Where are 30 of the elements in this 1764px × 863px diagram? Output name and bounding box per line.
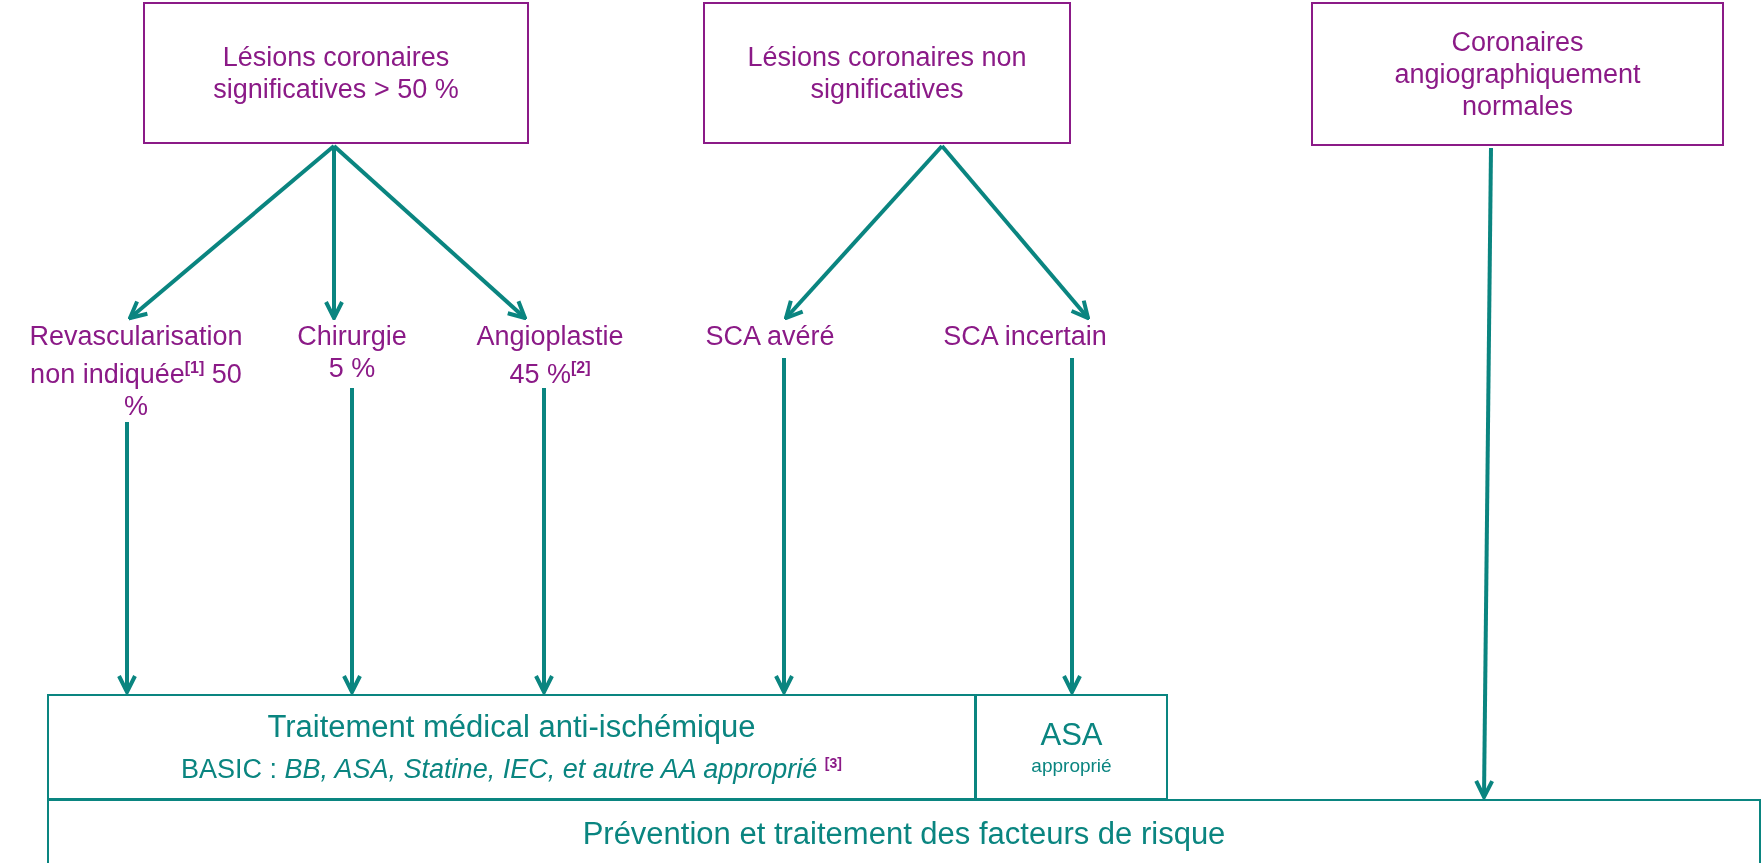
arrow bbox=[128, 144, 336, 320]
node-label: SCA incertain bbox=[943, 320, 1107, 352]
arrow bbox=[342, 388, 362, 694]
arrow bbox=[784, 144, 944, 320]
process-box bbox=[1311, 2, 1724, 146]
node-subtitle: BASIC : BB, ASA, Statine, IEC, et autre AA approprié $^{[3]}$ bbox=[181, 753, 842, 786]
node-label: Chirurgie 5 % bbox=[296, 320, 408, 384]
process-box bbox=[143, 2, 529, 144]
node-label: ASA bbox=[1040, 716, 1103, 754]
arrow bbox=[332, 144, 527, 320]
node-label: Prévention et traitement des facteurs de risque bbox=[582, 815, 1226, 853]
arrow bbox=[1062, 358, 1082, 694]
node-label: Coronaires angiographiquement normales bbox=[1393, 26, 1642, 122]
arrow bbox=[534, 388, 554, 694]
treatment-box bbox=[975, 694, 1168, 800]
node-label: SCA avéré bbox=[705, 320, 835, 352]
arrow bbox=[1474, 147, 1495, 799]
node-label: Traitement médical anti-ischémique bbox=[267, 708, 756, 746]
node-label: Lésions coronaires significatives > 50 % bbox=[212, 41, 460, 105]
node-label: Angioplastie 45 %$^{[2]}$ bbox=[475, 320, 625, 390]
node-subtitle: approprié bbox=[1031, 754, 1112, 778]
arrow bbox=[774, 358, 794, 694]
arrow bbox=[324, 146, 344, 320]
node-label: Lésions coronaires non significatives bbox=[747, 41, 1027, 105]
arrow bbox=[940, 144, 1090, 320]
prevention-box bbox=[47, 799, 1761, 863]
process-box bbox=[703, 2, 1071, 144]
arrow bbox=[117, 422, 137, 694]
treatment-box bbox=[47, 694, 976, 800]
node-label: Revascularisation non indiquée$^{[1]}$ 50 % bbox=[28, 320, 244, 422]
